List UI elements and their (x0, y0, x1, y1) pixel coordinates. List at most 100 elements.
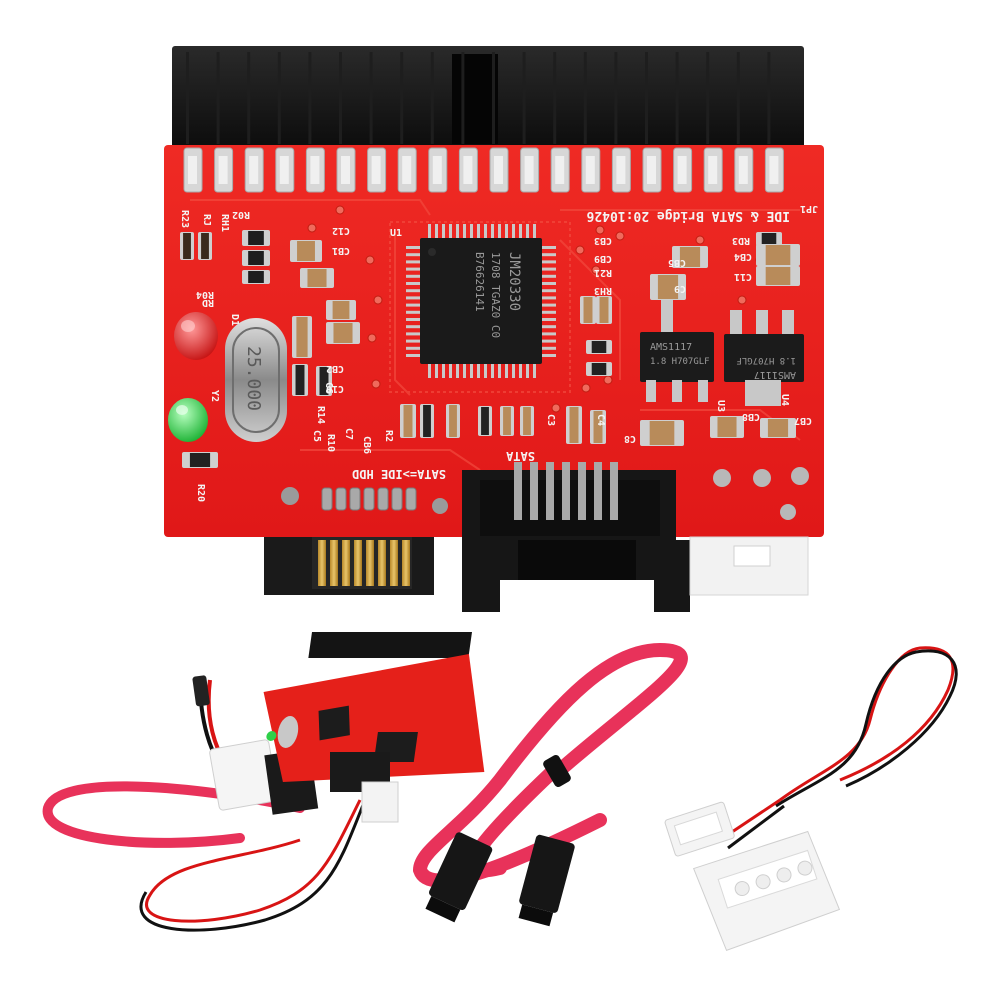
smd-body (248, 231, 264, 245)
ref-designator-c9: C9 (674, 283, 686, 294)
chip-pin (526, 362, 529, 378)
smd-body (599, 297, 609, 323)
jumper-pin (321, 487, 333, 511)
header-pin-highlight (769, 156, 779, 184)
smd-body (332, 301, 350, 319)
chip-pin (406, 267, 422, 271)
header-rib (339, 52, 342, 144)
chip-pin (406, 318, 422, 321)
sata-pin (530, 462, 538, 520)
header-rib (522, 52, 526, 144)
chip-pin (519, 362, 522, 378)
header-pin-highlight (585, 156, 595, 184)
led-red (174, 312, 218, 360)
via (615, 231, 625, 241)
smd-body (569, 407, 579, 443)
sata-data-connector (462, 462, 690, 612)
chip-pin (519, 224, 522, 240)
chip-pin (540, 339, 556, 343)
ref-designator-cb7: CB7 (794, 415, 812, 426)
header-rib (400, 52, 404, 144)
header-rib (675, 52, 679, 144)
pcb-vias (307, 205, 765, 413)
chip-pin (512, 224, 515, 240)
header-rib (614, 52, 618, 144)
ide-40pin-header (172, 46, 804, 150)
smd-body (296, 317, 308, 357)
smd-body (248, 271, 264, 283)
gold-finger (330, 540, 338, 586)
regulator-u3-marking-2: 1.8 H707GLF (650, 357, 710, 367)
smd-body (183, 233, 191, 259)
smd-body (503, 407, 511, 435)
header-rib (583, 52, 587, 144)
ref-designator-c3: C3 (545, 414, 556, 426)
chip-pin (491, 362, 494, 378)
smd-body (403, 405, 413, 437)
chip-pin (406, 339, 422, 343)
chip-pin (406, 325, 422, 329)
smd-body (767, 419, 789, 437)
header-pin-highlight (494, 156, 503, 184)
ref-designator-cb6: CB6 (361, 436, 372, 454)
main-adapter-board: JM20330 JM20330 1708 TGAZ0 C0 B76626141 … (164, 46, 824, 612)
chip-pin (540, 253, 556, 257)
header-pin-highlight (463, 156, 473, 184)
chip-pin (463, 362, 466, 378)
pcb-traces (190, 199, 801, 471)
gold-finger (390, 540, 398, 586)
smd-body (649, 421, 675, 445)
chip-pin (406, 303, 422, 307)
jumper-pins (281, 487, 448, 514)
chip-pin (406, 253, 422, 257)
chip-pin (512, 362, 515, 378)
chip-pin (540, 246, 556, 249)
header-pin-highlight (341, 156, 350, 184)
chip-pin (406, 332, 422, 336)
chip-pin (484, 224, 487, 240)
sata-pin (578, 462, 586, 520)
jumper-pin (349, 487, 361, 511)
smd-body (333, 323, 353, 343)
jumper-pin (335, 487, 347, 511)
via (695, 235, 705, 245)
ref-designator-cb1: CB1 (332, 245, 350, 256)
chip-pin (505, 224, 508, 240)
ref-designator-u3: U3 (715, 400, 726, 412)
chip-pin (406, 274, 422, 278)
chip-pin (540, 325, 556, 329)
smd-body (307, 269, 327, 287)
power-pads (713, 467, 809, 520)
chip-pin (498, 362, 501, 378)
ref-designator-r04: R04 (196, 289, 214, 300)
ref-designator-c5: C5 (311, 430, 322, 442)
gold-finger (342, 540, 350, 586)
chip-pin (477, 362, 480, 378)
chip-pin (406, 310, 422, 314)
via (307, 223, 317, 233)
smd-body (248, 251, 264, 265)
ref-designator-r2: R2 (383, 430, 394, 442)
smd-body (201, 233, 209, 259)
molex-power-adapter (664, 646, 958, 952)
header-pin-highlight (249, 156, 259, 184)
chip-pin (406, 282, 422, 285)
header-pin-highlight (188, 156, 197, 184)
chip-pin (442, 362, 445, 378)
header-pin-highlight (279, 156, 289, 184)
gold-finger (366, 540, 374, 586)
header-rib (461, 52, 465, 144)
regulator-u3-marking: AMS1117 (650, 342, 692, 353)
board-name-silkscreen: IDE & SATA Bridge 20:10426 (586, 208, 790, 223)
smd-body (591, 363, 607, 375)
chip-pin (406, 346, 422, 350)
header-pin-highlight (738, 156, 748, 184)
via (603, 375, 613, 385)
smd-body (593, 411, 603, 443)
sata-pin (514, 462, 522, 520)
header-rib (369, 52, 373, 144)
ref-designator-c7: C7 (343, 428, 354, 440)
chip-pin (533, 362, 536, 378)
via (367, 333, 377, 343)
ref-designator-cb9: CB9 (594, 253, 612, 264)
